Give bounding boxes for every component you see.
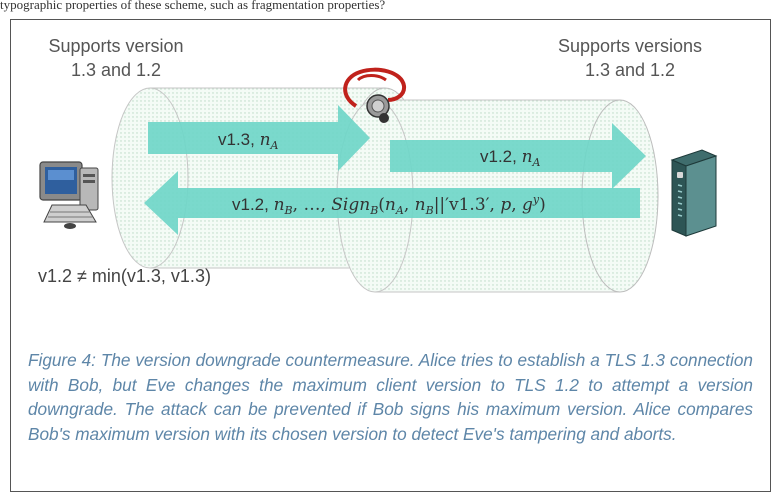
arrow-eve-to-server — [390, 123, 646, 189]
version-inequality: v1.2 ≠ min(v1.3, v1.3) — [38, 266, 211, 286]
server-versions-label: Supports versions 1.3 and 1.2 — [535, 34, 725, 82]
client-versions-label: Supports version 1.3 and 1.2 — [36, 34, 196, 82]
top-cutoff-text: typographic properties of these scheme, … — [0, 0, 386, 12]
arrow-label-server-reply: v1.2, nB, …, SignB(nA, nB||′v1.3′, p, gy… — [232, 193, 546, 217]
arrow-server-to-client — [144, 171, 640, 235]
arrow-label-client-hello-modified: v1.2, nA — [480, 147, 541, 169]
stethoscope-icon — [343, 67, 407, 123]
client-versions-line1: Supports version — [48, 36, 184, 56]
client-versions-line2: 1.3 and 1.2 — [70, 60, 162, 80]
arrow-client-to-eve — [148, 105, 370, 171]
arrow-label-client-hello: v1.3, nA — [218, 130, 279, 152]
server-versions-line2: 1.3 and 1.2 — [584, 60, 676, 80]
figure-caption: Figure 4: The version downgrade counterm… — [28, 350, 753, 444]
server-versions-line1: Supports versions — [557, 36, 703, 56]
server-icon — [670, 149, 718, 237]
computer-icon — [39, 161, 99, 229]
